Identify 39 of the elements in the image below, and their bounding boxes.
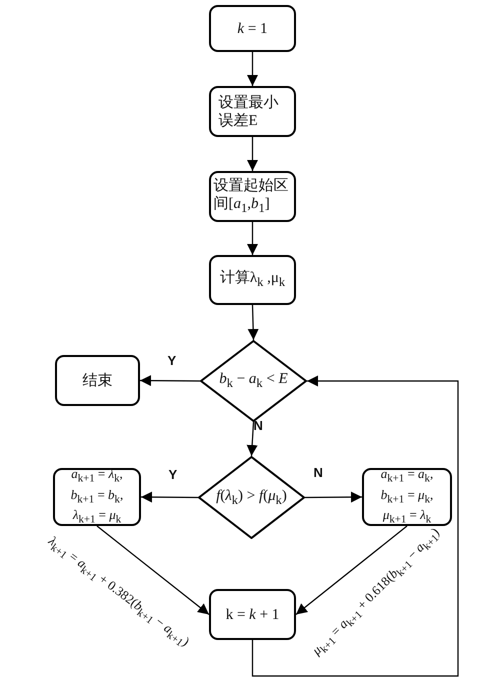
box-text: 计算λ$_{k}$ ,μ$_{k}$: [220, 269, 286, 291]
arrow: [248, 304, 259, 340]
arrow: [247, 137, 258, 171]
edge-label: N: [254, 418, 263, 432]
edge-label: Y: [168, 352, 176, 368]
edge-label: N: [314, 464, 323, 480]
decision-diamond: [198, 456, 305, 539]
process-box: [209, 86, 296, 137]
box-text: b$_{k+1}$ = b$_{k}$,: [70, 486, 124, 508]
process-box: [362, 468, 452, 526]
box-text: k = 1: [237, 20, 268, 38]
edge-label: Y: [168, 466, 178, 482]
condition-text: b$_{k}$ − a$_{k}$ < E: [219, 370, 288, 392]
box-text: a$_{k+1}$ = a$_{k}$,: [380, 466, 434, 487]
box-text: 结束: [82, 372, 112, 390]
process-box: [55, 355, 140, 406]
box-text: k = k + 1: [226, 606, 280, 624]
arrow: [296, 526, 408, 615]
box-text: 设置最小误差E: [218, 94, 280, 130]
box-text: b$_{k+1}$ = μ$_{k}$,: [380, 486, 434, 508]
condition-text: f(λ$_{k}$) > f(μ$_{k}$): [216, 486, 287, 508]
arrow: [140, 375, 200, 386]
box-text: 设置起始区间[a$_{1}$,b$_{1}$]: [214, 176, 290, 216]
arrow: [247, 52, 258, 86]
arrow: [246, 422, 258, 456]
arrow: [247, 222, 258, 255]
process-box: [209, 5, 296, 52]
box-text: a$_{k+1}$ = λ$_{k}$,: [71, 466, 123, 487]
arrow: [252, 376, 459, 677]
process-box: [209, 171, 296, 222]
process-box: [209, 255, 296, 305]
arrow: [96, 526, 210, 615]
decision-diamond: [200, 340, 307, 422]
box-text: λ$_{k+1}$ = μ$_{k}$: [72, 507, 122, 528]
process-box: [209, 589, 296, 640]
arrow: [305, 492, 362, 503]
box-text: μ$_{k+1}$ = λ$_{k}$: [382, 507, 432, 528]
arrow: [141, 492, 198, 503]
process-box: [53, 468, 141, 526]
